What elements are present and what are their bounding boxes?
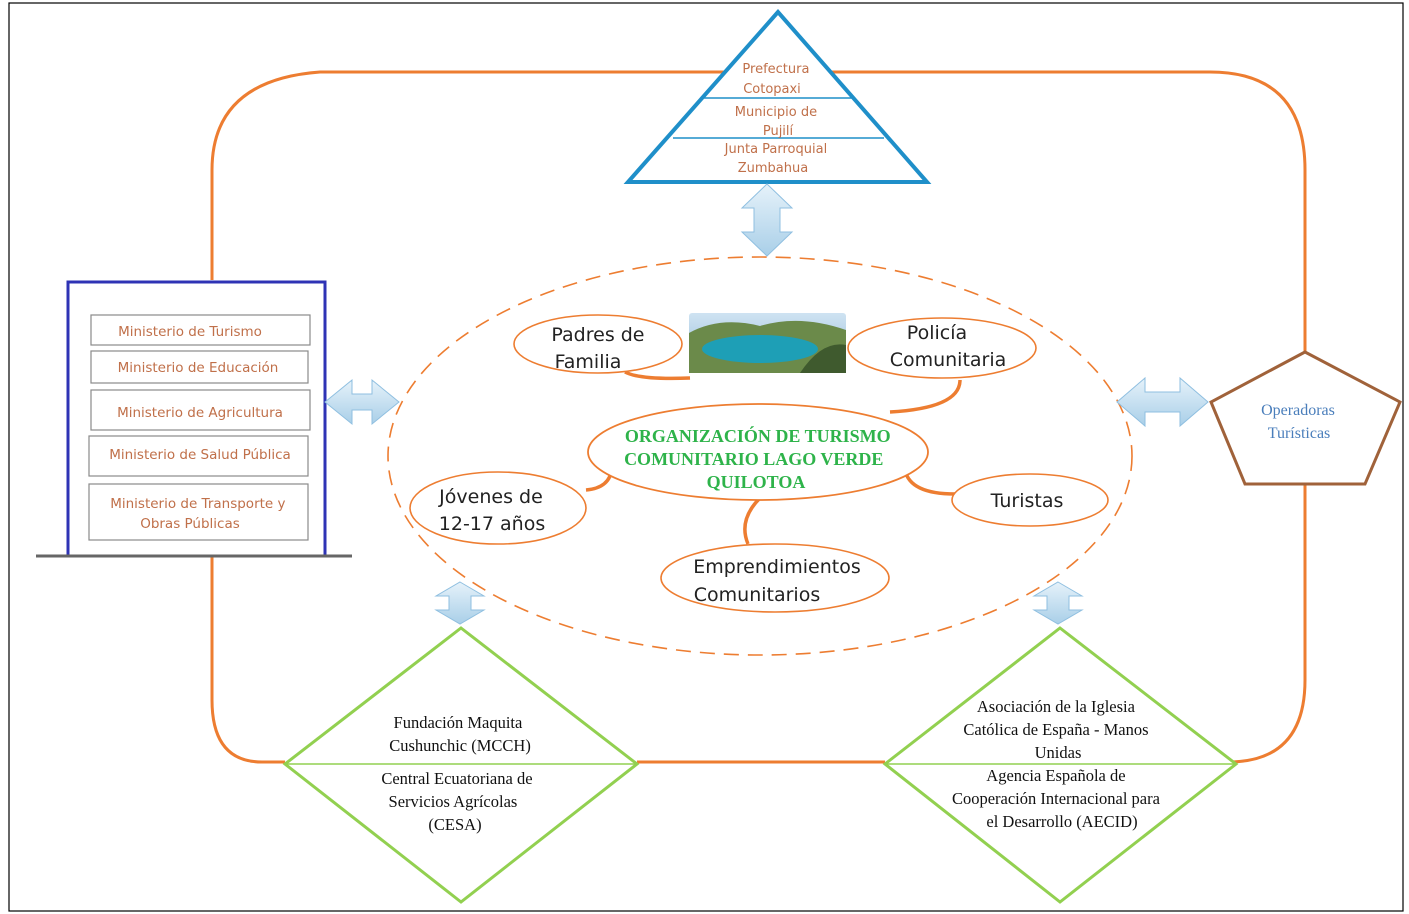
arrow-ellipse-right-diamond [1032,581,1084,625]
connector-policia [889,379,962,414]
lake-quilotoa-photo [689,313,846,373]
left-diamond-top-label: Fundación Maquita Cushunchic (MCCH) [389,713,531,755]
ministry-box-agricultura [90,389,311,431]
connector-turistas [903,469,956,496]
central-ellipse [387,256,1133,656]
right-diamond-bottom-label: Agencia Española de Cooperación Internac… [952,766,1164,831]
pentagon-outline [1209,350,1402,486]
right-diamond-ngos: Asociación de la Iglesia Católica de Esp… [882,626,1239,904]
pyramid-level-prefectura: Prefectura Cotopaxi [742,62,813,97]
outer-frame [8,2,1404,912]
pentagon-label: Operadoras Turísticas [1261,402,1339,442]
actor-turistas-label: Turistas [990,490,1064,512]
actor-policia: Policía Comunitaria [847,317,1037,379]
left-diamond-outline [282,626,640,904]
left-diamond-bottom-label: Central Ecuatoriana de Servicios Agrícol… [381,769,536,834]
actor-policia-shape [847,317,1037,379]
ministry-box-salud [88,435,309,477]
actor-padres-shape [513,314,683,374]
actor-turistas-shape [951,473,1109,527]
actor-emprendimientos: Emprendimientos Comunitarios [660,543,890,613]
ministry-label-transporte: Ministerio de Transporte y Obras Pública… [110,496,290,532]
photo-lake-water [702,335,818,363]
operadoras-pentagon: Operadoras Turísticas [1209,350,1402,486]
actor-jovenes-shape [409,471,587,545]
actor-padres: Padres de Familia [513,314,683,374]
pyramid-level-junta: Junta Parroquial Zumbahua [724,142,832,176]
actor-jovenes-label: Jóvenes de 12-17 años [438,486,549,535]
ministry-label-educacion: Ministerio de Educación [118,360,279,376]
ministry-label-salud: Ministerio de Salud Pública [109,447,291,463]
arrow-ellipse-operadoras [1116,376,1209,428]
connector-padres [624,370,691,381]
ministry-label-turismo: Ministerio de Turismo [118,324,262,340]
right-diamond-top-label: Asociación de la Iglesia Católica de Esp… [963,697,1152,762]
pyramid-level-municipio: Municipio de Pujilí [735,105,821,139]
central-organization-shape [587,403,929,501]
ministries-building: Ministerio de Turismo Ministerio de Educ… [36,280,352,558]
left-diamond-ngos: Fundación Maquita Cushunchic (MCCH) Cent… [282,626,640,904]
ministry-box-educacion [90,350,309,384]
central-organization: ORGANIZACIÓN DE TURISMO COMUNITARIO LAGO… [587,403,929,501]
arrow-ellipse-left-diamond [434,581,486,625]
actor-emprendimientos-label: Emprendimientos Comunitarios [693,556,867,606]
government-pyramid: Prefectura Cotopaxi Municipio de Pujilí … [623,8,932,184]
actor-emprendimientos-shape [660,543,890,613]
arrow-ministries-ellipse [324,378,400,426]
actor-policia-label: Policía Comunitaria [890,322,1007,371]
ministry-box-turismo [90,314,311,346]
ministry-label-agricultura: Ministerio de Agricultura [117,405,283,421]
ministry-box-transporte [88,483,309,541]
actor-padres-label: Padres de Familia [551,324,650,373]
connector-emprendimientos [743,496,762,545]
arrow-pyramid-ellipse [740,183,794,257]
photo-hillside [800,344,846,373]
pyramid-outline [623,8,932,184]
actor-turistas: Turistas [951,473,1109,527]
actor-jovenes: Jóvenes de 12-17 años [409,471,587,545]
right-diamond-outline [882,626,1239,904]
central-organization-title: ORGANIZACIÓN DE TURISMO COMUNITARIO LAGO… [624,425,895,492]
